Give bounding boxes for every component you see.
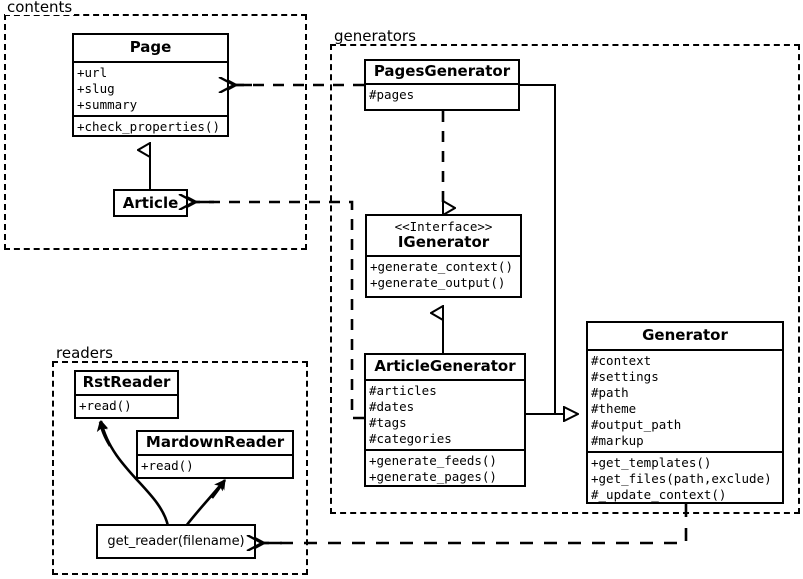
operation: +get_templates(): [591, 455, 712, 470]
operation: +generate_feeds(): [369, 453, 497, 468]
package-contents: [4, 14, 307, 250]
class-rstreader-operations: +read(): [76, 394, 177, 416]
attribute: +slug: [77, 81, 115, 96]
class-pagesgenerator-attributes: #pages: [366, 83, 518, 105]
attribute: +url: [77, 65, 108, 80]
operation: +get_files(path,exclude): [591, 471, 772, 486]
attribute: #settings: [591, 369, 659, 384]
package-readers: [52, 361, 308, 575]
attribute: #pages: [369, 87, 415, 102]
attribute: #dates: [369, 399, 415, 414]
class-articlegenerator-operations: +generate_feeds() +generate_pages(): [366, 449, 524, 487]
class-igenerator[interactable]: <<Interface>> IGenerator +generate_conte…: [365, 214, 522, 298]
attribute: #markup: [591, 433, 644, 448]
operation: +generate_output(): [370, 275, 506, 290]
operation: +read(): [79, 398, 132, 413]
class-mardownreader-operations: +read(): [138, 454, 292, 476]
attribute: +summary: [77, 97, 138, 112]
attribute: #context: [591, 353, 652, 368]
operation: +read(): [141, 458, 194, 473]
class-page-operations: +check_properties(): [74, 115, 227, 137]
class-generator-operations: +get_templates() +get_files(path,exclude…: [588, 451, 782, 505]
class-generator[interactable]: Generator #context #settings #path #them…: [586, 321, 784, 504]
class-rstreader[interactable]: RstReader +read(): [74, 370, 179, 419]
attribute: #articles: [369, 383, 437, 398]
attribute: #theme: [591, 401, 637, 416]
package-generators-label: generators: [332, 27, 418, 45]
class-mardownreader-title: MardownReader: [145, 433, 285, 451]
class-igenerator-operations: +generate_context() +generate_output(): [367, 255, 520, 293]
class-article-title: Article: [122, 193, 179, 212]
class-generator-attributes: #context #settings #path #theme #output_…: [588, 349, 782, 451]
operation: +generate_context(): [370, 259, 513, 274]
operation: +generate_pages(): [369, 469, 497, 484]
package-contents-label: contents: [5, 0, 75, 16]
function-get-reader-label: get_reader(filename): [107, 534, 245, 549]
attribute: #categories: [369, 431, 452, 446]
class-rstreader-title: RstReader: [82, 373, 171, 391]
class-articlegenerator[interactable]: ArticleGenerator #articles #dates #tags …: [364, 353, 526, 487]
class-articlegenerator-title: ArticleGenerator: [374, 357, 516, 375]
attribute: #output_path: [591, 417, 682, 432]
function-get-reader[interactable]: get_reader(filename): [96, 524, 256, 559]
class-articlegenerator-attributes: #articles #dates #tags #categories: [366, 379, 524, 449]
class-pagesgenerator-title: PagesGenerator: [373, 62, 511, 80]
operation: #_update_context(): [591, 487, 727, 502]
operation: +check_properties(): [77, 119, 220, 134]
class-pagesgenerator[interactable]: PagesGenerator #pages: [364, 59, 520, 111]
class-generator-title: Generator: [642, 326, 728, 344]
class-igenerator-stereotype: <<Interface>>: [394, 219, 493, 234]
attribute: #path: [591, 385, 629, 400]
class-page-title: Page: [129, 38, 172, 56]
attribute: #tags: [369, 415, 407, 430]
class-mardownreader[interactable]: MardownReader +read(): [136, 430, 294, 479]
class-igenerator-title: IGenerator: [397, 233, 490, 251]
class-article[interactable]: Article: [113, 189, 188, 217]
class-page-attributes: +url +slug +summary: [74, 61, 227, 115]
package-readers-label: readers: [54, 344, 115, 362]
class-page[interactable]: Page +url +slug +summary +check_properti…: [72, 33, 229, 137]
